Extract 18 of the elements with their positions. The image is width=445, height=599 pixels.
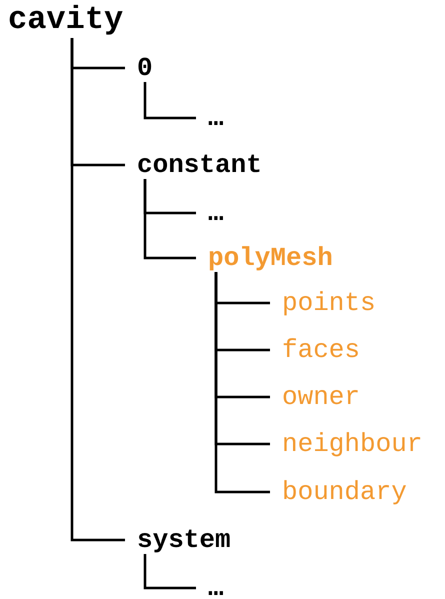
tree-branch-line bbox=[144, 554, 196, 590]
tree-branch-line bbox=[144, 179, 196, 260]
ellipsis: … bbox=[208, 105, 224, 131]
folder-name: system bbox=[137, 527, 231, 553]
file-name: boundary bbox=[282, 479, 407, 505]
file-name: neighbour bbox=[282, 431, 422, 457]
tree-branch-line bbox=[70, 38, 125, 542]
folder-name: cavity bbox=[8, 4, 124, 36]
tree-branch-line bbox=[214, 272, 270, 494]
file-name: owner bbox=[282, 384, 360, 410]
ellipsis: … bbox=[208, 575, 224, 599]
ellipsis: … bbox=[208, 200, 224, 226]
folder-name: 0 bbox=[137, 55, 153, 81]
folder-name: polyMesh bbox=[208, 245, 333, 271]
file-name: points bbox=[282, 290, 376, 316]
tree-branch-line bbox=[144, 82, 196, 120]
folder-name: constant bbox=[137, 152, 262, 178]
file-name: faces bbox=[282, 337, 360, 363]
